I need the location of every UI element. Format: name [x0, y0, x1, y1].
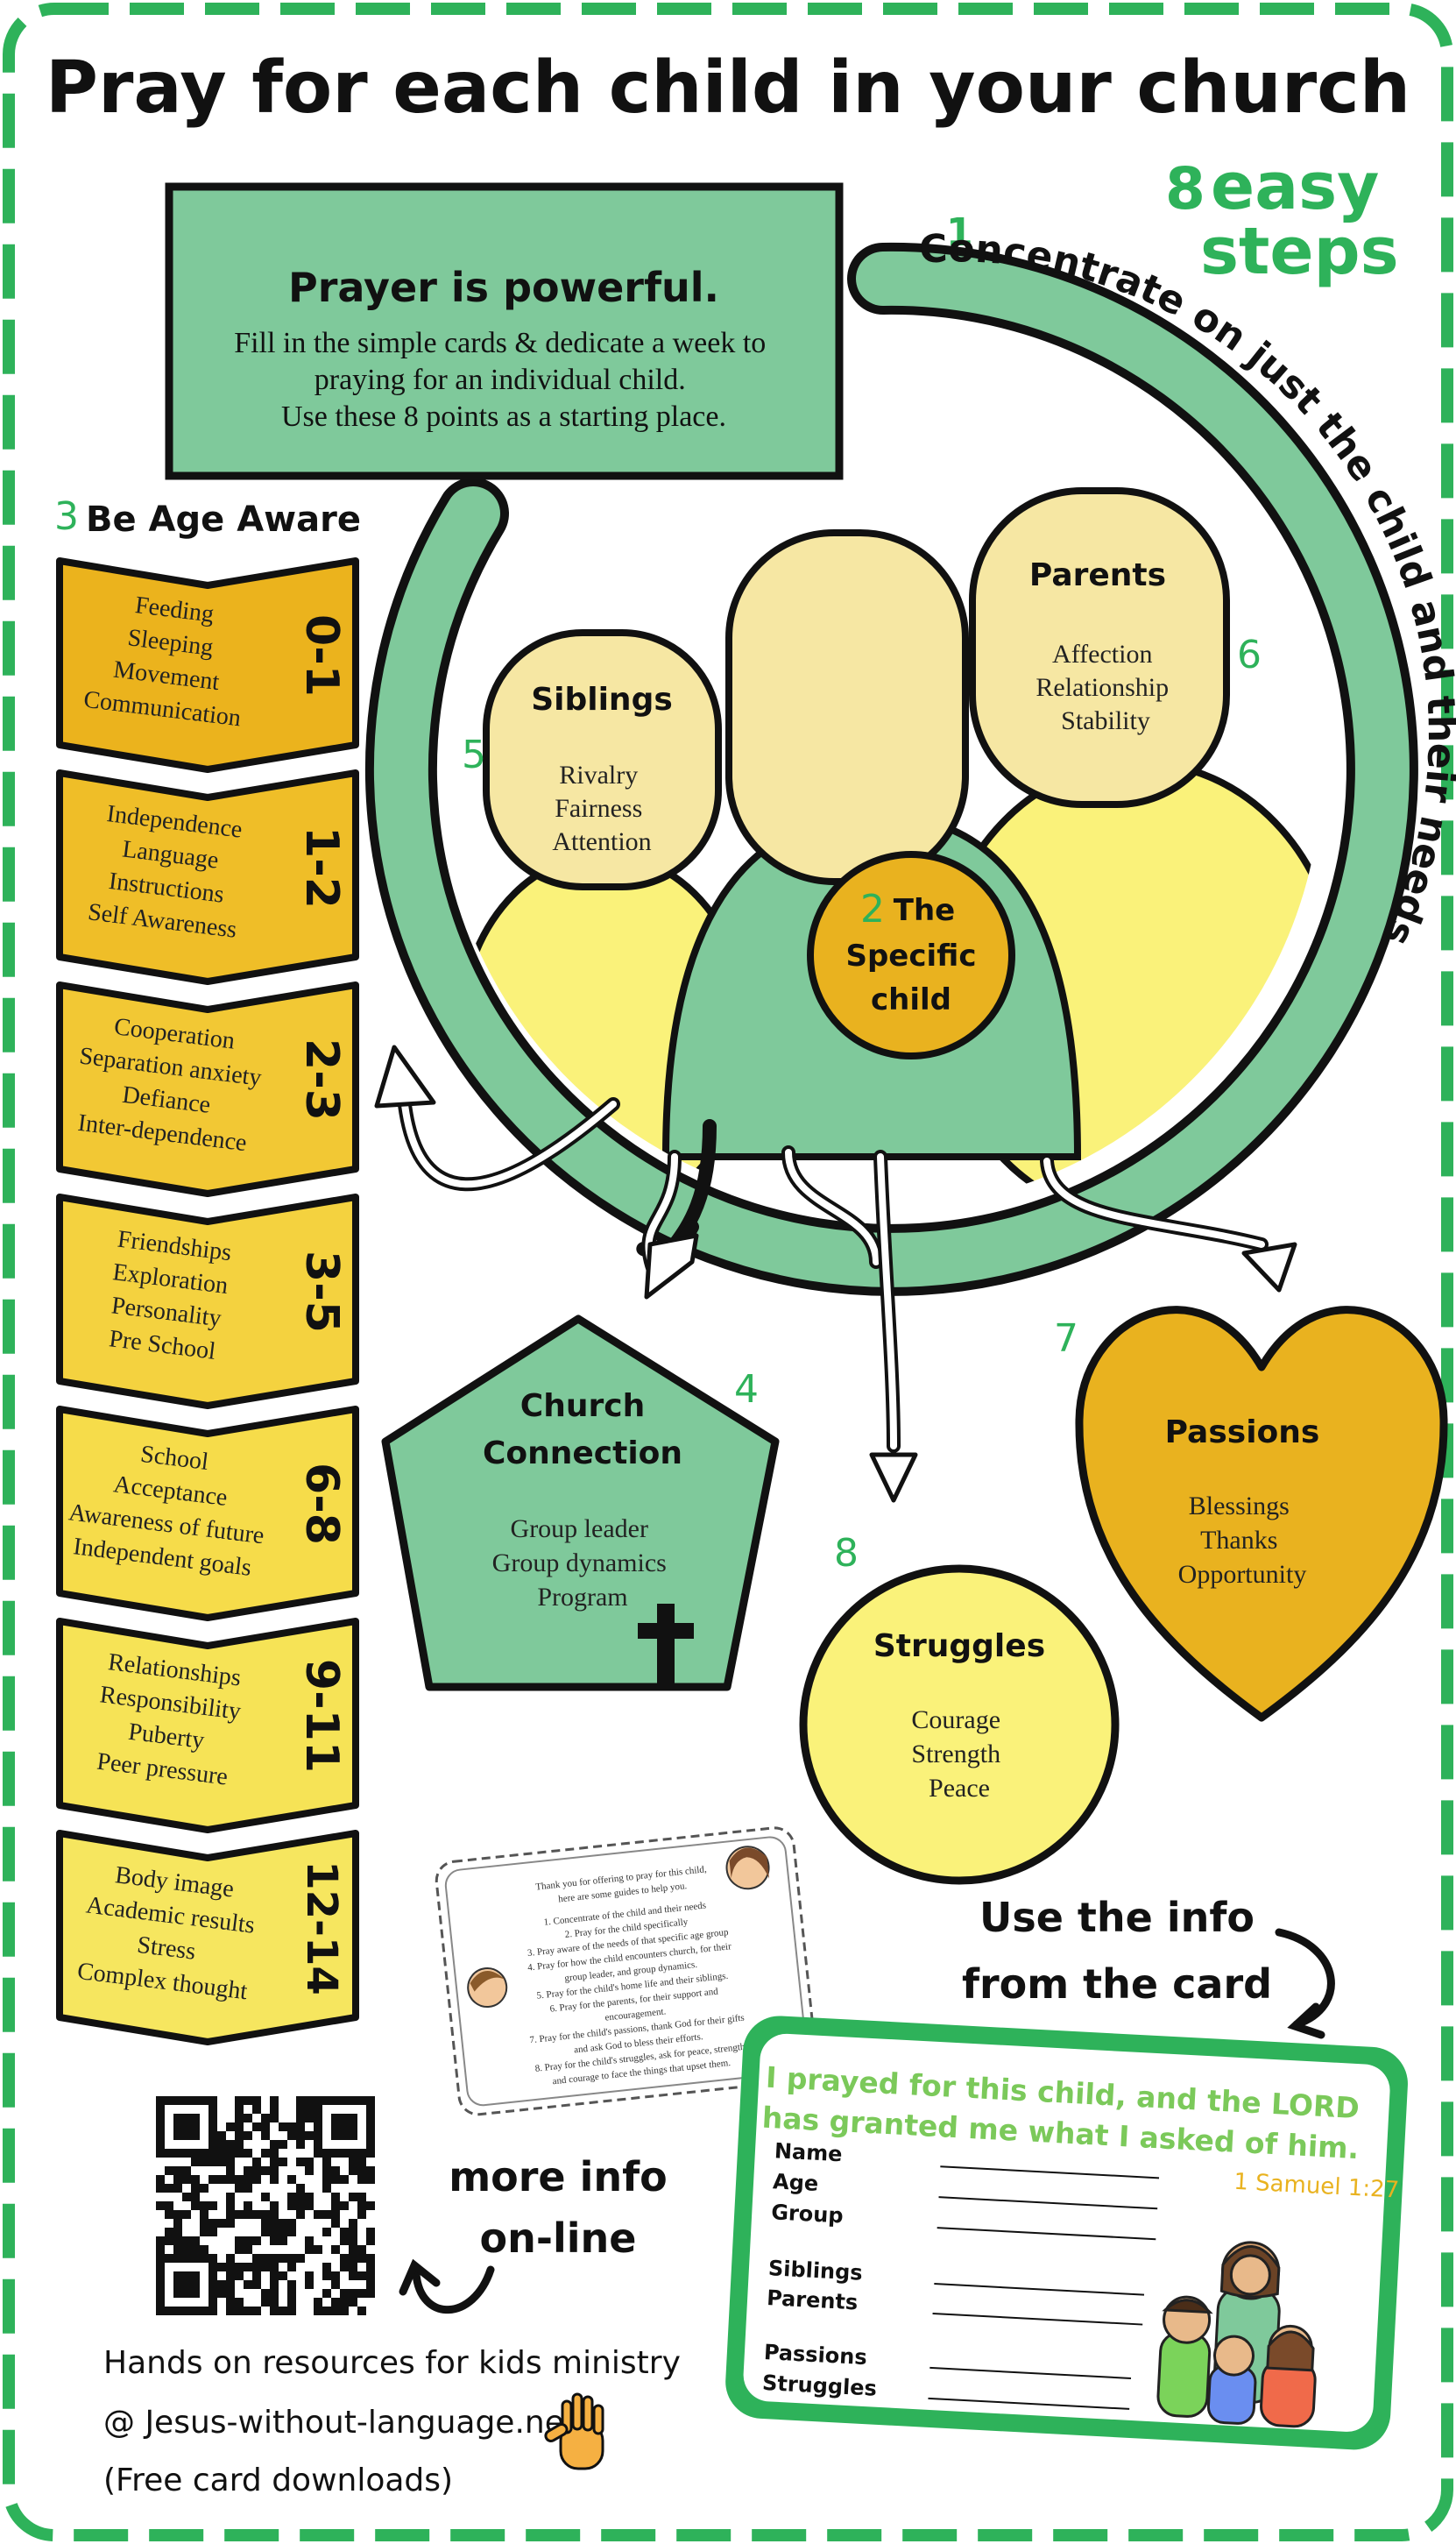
struggles-title: Struggles: [873, 1628, 1045, 1664]
qr-code[interactable]: [151, 2091, 380, 2321]
parents-title: Parents: [1029, 557, 1166, 593]
intro-line: Fill in the simple cards & dedicate a we…: [234, 327, 766, 359]
siblings-item: Attention: [552, 827, 651, 856]
field-label: Struggles: [761, 2370, 877, 2401]
passions-item: Blessings: [1189, 1492, 1290, 1520]
family-illustration: [1156, 2241, 1317, 2428]
age-band: RelationshipsResponsibilityPubertyPeer p…: [56, 1618, 359, 1833]
age-band: FriendshipsExplorationPersonalityPre Sch…: [56, 1194, 359, 1409]
step8-number: 8: [834, 1531, 859, 1576]
footer-line3: (Free card downloads): [103, 2463, 453, 2498]
age-band: Body imageAcademic resultsStressComplex …: [56, 1830, 359, 2045]
age-band: IndependenceLanguageInstructionsSelf Awa…: [56, 769, 359, 985]
arrow-heads: [374, 1045, 1297, 1503]
struggles-circle: [799, 1564, 1120, 1885]
church-pentagon: [381, 1315, 780, 1691]
steps-badge: 8 easy steps: [1165, 149, 1399, 289]
svg-text:Rivalry Fairness Atten: Rivalry Fairness Attention: [552, 761, 651, 856]
passions-heart: [1075, 1306, 1448, 1722]
svg-text:Blessings Thanks Oppor: Blessings Thanks Opportunity: [1178, 1492, 1307, 1589]
field-label: Passions: [763, 2340, 867, 2370]
specific-child-circle: [807, 851, 1015, 1059]
use-info-line1: Use the info: [979, 1894, 1255, 1941]
church-title-2: Connection: [483, 1435, 682, 1471]
parents-item: Affection: [1052, 640, 1152, 669]
parents-item: Stability: [1061, 706, 1150, 735]
age-range: 2-3: [295, 1038, 348, 1121]
page-title: Pray for each child in your church: [46, 46, 1410, 130]
church-item: Program: [537, 1583, 627, 1612]
use-info-line2: from the card: [962, 1960, 1272, 2008]
prayer-card: I prayed for this child, and the LORD ha…: [725, 2016, 1408, 2450]
age-band: SchoolAcceptanceAwareness of futureIndep…: [56, 1406, 359, 1621]
fill-in-lines: [928, 2165, 1160, 2410]
step1-number: 1: [946, 210, 973, 255]
svg-text:Affection Relationship: Affection Relationship Stability: [1035, 640, 1175, 735]
field-label: Group: [771, 2200, 845, 2228]
intro-line: Use these 8 points as a starting place.: [281, 400, 726, 433]
age-range: 12-14: [297, 1860, 346, 1995]
age-range: 0-1: [295, 614, 348, 697]
more-info-line2: on-line: [480, 2214, 637, 2262]
footer-line1: Hands on resources for kids ministry: [103, 2345, 681, 2381]
svg-text:Courage Strength Peace: Courage Strength Peace: [911, 1705, 1007, 1803]
age-range: 3-5: [295, 1251, 348, 1333]
cross-icon: [638, 1604, 694, 1684]
steps-badge-easy: easy: [1211, 149, 1379, 224]
field-label: Age: [772, 2169, 818, 2196]
parent-head: [969, 487, 1230, 808]
field-label: Name: [774, 2138, 843, 2166]
struggles-item: Courage: [911, 1705, 1000, 1734]
parents-item: Relationship: [1035, 673, 1169, 702]
church-item: Group dynamics: [492, 1548, 667, 1577]
step2-label-1: The: [894, 893, 955, 928]
step7-number: 7: [1054, 1316, 1078, 1361]
step6-number: 6: [1237, 633, 1262, 677]
intro-heading: Prayer is powerful.: [288, 264, 719, 311]
age-column: FeedingSleepingMovementCommunication0-1I…: [56, 557, 359, 2045]
intro-line: praying for an individual child.: [315, 364, 686, 396]
more-info-line1: more info: [449, 2153, 668, 2200]
step4-number: 4: [734, 1367, 759, 1412]
intro-box: [165, 182, 844, 480]
age-range: 6-8: [295, 1463, 348, 1545]
step3-number: 3: [54, 494, 79, 539]
church-item: Group leader: [511, 1514, 648, 1543]
struggles-item: Strength: [911, 1740, 1000, 1768]
waving-hand-icon: [544, 2392, 604, 2470]
footer-link[interactable]: @ Jesus-without-language.net: [103, 2405, 576, 2441]
guide-card: Thank you for offering to pray for this …: [435, 1826, 818, 2116]
curved-arrow-icon: [1275, 1928, 1335, 2039]
step3-label: Be Age Aware: [86, 500, 361, 540]
passions-item: Thanks: [1200, 1526, 1277, 1555]
curved-arrow-left-icon: [399, 2258, 495, 2314]
church-title-1: Church: [520, 1388, 645, 1424]
step2-label-2: Specific: [845, 939, 976, 974]
age-band: CooperationSeparation anxietyDefianceInt…: [56, 981, 359, 1197]
passions-title: Passions: [1165, 1414, 1320, 1450]
child-face-icon: [467, 1967, 508, 2009]
siblings-title: Siblings: [531, 682, 673, 718]
age-range: 9-11: [295, 1659, 348, 1773]
field-label: Siblings: [767, 2256, 863, 2285]
age-range: 1-2: [295, 826, 348, 909]
child-face-icon: [725, 1846, 770, 1890]
sibling-head: [483, 629, 722, 890]
svg-text:Fill in the simple cards & ded: Fill in the simple cards & dedicate a we…: [234, 327, 774, 433]
step2-label-3: child: [871, 982, 951, 1017]
step2-number: 2: [860, 887, 885, 932]
child-head: [725, 529, 969, 885]
step5-number: 5: [462, 733, 486, 777]
svg-text:CooperationSeparation anxietyD: CooperationSeparation anxietyDefianceInt…: [70, 1010, 267, 1158]
steps-badge-number: 8: [1165, 155, 1205, 223]
siblings-item: Fairness: [555, 794, 642, 823]
svg-text:Group leader Group dynamic: Group leader Group dynamics Program: [492, 1514, 674, 1612]
passions-item: Opportunity: [1178, 1560, 1307, 1589]
steps-badge-steps: steps: [1200, 214, 1399, 289]
struggles-item: Peace: [929, 1774, 990, 1803]
siblings-item: Rivalry: [559, 761, 638, 790]
field-label: Parents: [766, 2285, 858, 2314]
